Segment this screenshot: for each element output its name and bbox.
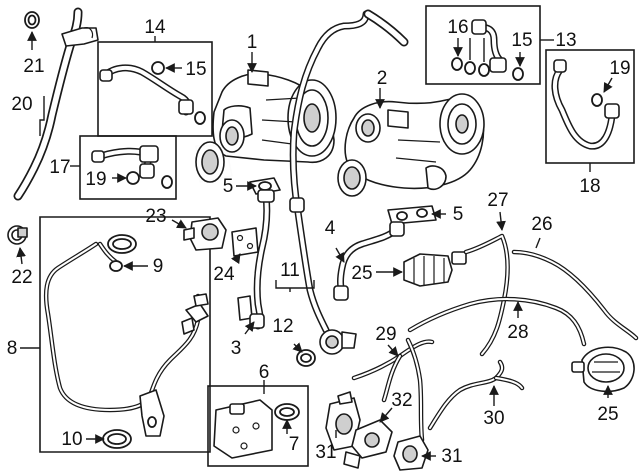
vacuum-line-28 <box>407 296 587 347</box>
callout-23: 23 <box>145 206 166 227</box>
seal-ring-16a <box>451 57 463 71</box>
leader-lines <box>16 31 613 461</box>
hose-clamp-22 <box>7 225 28 245</box>
turbocharger-2 <box>337 93 485 197</box>
callout-15a: 15 <box>185 59 206 80</box>
callout-25a: 25 <box>351 263 372 284</box>
callout-labels: 1 2 3 4 5 5 6 7 8 9 10 11 12 13 14 15 15… <box>7 17 631 467</box>
callout-5a: 5 <box>223 176 234 197</box>
callout-19b: 19 <box>609 58 630 79</box>
oil-line-kit-13 <box>471 19 507 73</box>
callout-13: 13 <box>555 30 576 51</box>
callout-31a: 31 <box>315 442 336 463</box>
oil-line-4 <box>333 221 405 301</box>
callout-6: 6 <box>259 362 270 383</box>
callout-7: 7 <box>289 434 300 455</box>
coolant-hose-20 <box>13 7 99 201</box>
callout-25b: 25 <box>597 404 618 425</box>
callout-14: 14 <box>144 17 166 38</box>
callout-31b: 31 <box>441 446 462 467</box>
bracket-24 <box>231 227 259 257</box>
seal-ring-15b <box>512 67 524 81</box>
callout-26: 26 <box>531 214 552 235</box>
callout-21: 21 <box>23 56 44 77</box>
callout-8: 8 <box>7 338 18 359</box>
gasket-5b <box>387 205 437 225</box>
valve-32 <box>343 419 393 469</box>
pressure-converter-25b <box>571 346 635 393</box>
seal-ring-16c <box>478 63 490 77</box>
sensor-31a <box>325 391 361 451</box>
callout-32: 32 <box>391 390 412 411</box>
seal-ring-15 <box>151 61 165 75</box>
callout-9: 9 <box>153 256 164 277</box>
callout-17: 17 <box>49 157 70 178</box>
callout-16: 16 <box>447 17 468 38</box>
oil-line-kit-18 <box>551 59 620 150</box>
kit-frame-14 <box>97 41 213 137</box>
vacuum-line-26 <box>511 249 639 341</box>
callout-20: 20 <box>11 94 32 115</box>
sensor-31b <box>393 435 429 471</box>
seal-ring-19b <box>591 93 603 107</box>
callout-12: 12 <box>272 316 293 337</box>
vacuum-line-30 <box>427 359 525 431</box>
callout-2: 2 <box>377 68 388 89</box>
callout-30: 30 <box>483 408 504 429</box>
seal-ring-17b <box>161 175 173 189</box>
callout-27: 27 <box>487 190 508 211</box>
oil-return-line-17 <box>91 145 159 179</box>
oil-line-3 <box>237 189 275 330</box>
callout-22: 22 <box>11 267 32 288</box>
kit-frame-6 <box>207 385 309 467</box>
kit-frame-17 <box>79 135 177 200</box>
seal-ring-19 <box>126 171 140 185</box>
seal-ring-9 <box>109 260 123 272</box>
callout-24: 24 <box>213 264 235 285</box>
callout-15b: 15 <box>511 30 532 51</box>
callout-18: 18 <box>579 176 600 197</box>
kit-frame-13 <box>425 5 541 85</box>
callout-5b: 5 <box>453 204 464 225</box>
vacuum-line-27 <box>463 233 510 357</box>
callout-1: 1 <box>247 32 258 53</box>
callout-19a: 19 <box>85 169 106 190</box>
coolant-line-8 <box>43 241 209 437</box>
pressure-converter-25a <box>403 251 467 287</box>
callout-10: 10 <box>61 429 82 450</box>
kit-frame-8 <box>39 216 211 453</box>
vacuum-line-29 <box>351 337 435 443</box>
callout-3: 3 <box>231 338 242 359</box>
seal-ring-14b <box>194 111 206 125</box>
coolant-adapter-6 <box>213 399 273 459</box>
callout-4: 4 <box>325 218 336 239</box>
callout-28: 28 <box>507 322 528 343</box>
seal-ring-16b <box>464 61 476 75</box>
turbocharger-1 <box>195 69 337 183</box>
oil-line-11 <box>289 9 409 355</box>
callout-11: 11 <box>280 260 300 281</box>
oil-feed-line-14 <box>99 64 194 116</box>
callout-29: 29 <box>375 324 396 345</box>
wastegate-actuator-23 <box>183 217 227 251</box>
